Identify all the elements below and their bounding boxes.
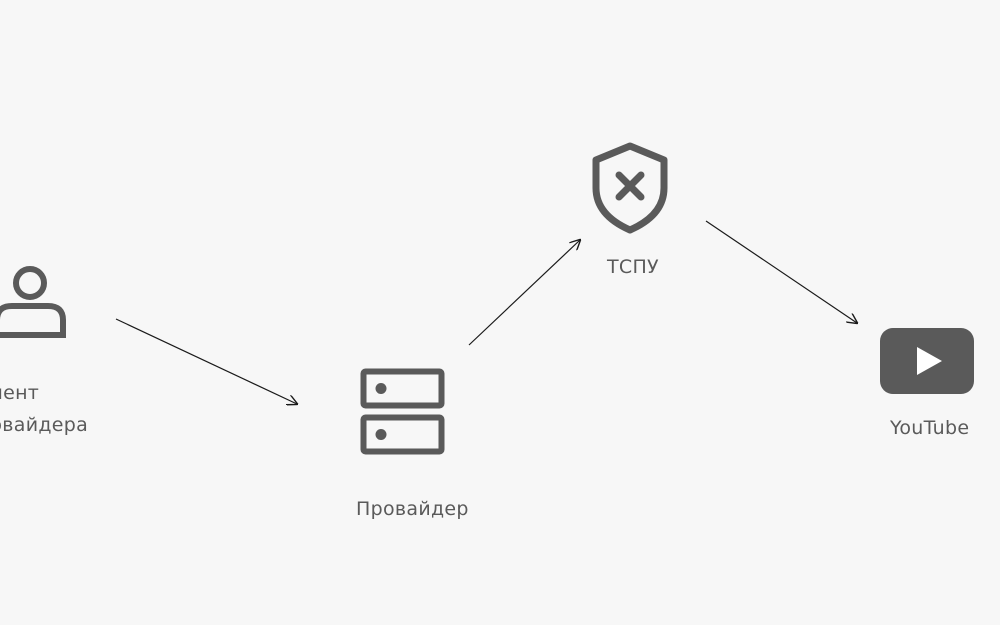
arrow-client-to-provider: [115, 318, 297, 404]
provider-label: Провайдер: [356, 498, 469, 520]
youtube-label: YouTube: [890, 417, 970, 439]
user-icon: [0, 266, 66, 338]
arrow-provider-to-tspu: [468, 240, 580, 346]
arrow-tspu-to-youtube: [705, 220, 857, 323]
shield-x-icon: [592, 142, 668, 234]
client-label-line2: ровайдера: [0, 414, 89, 436]
youtube-play-icon: [880, 328, 974, 394]
tspu-label: ТСПУ: [607, 256, 659, 278]
client-label: лиент ровайдера: [0, 377, 88, 441]
client-label-line1: лиент: [0, 382, 40, 404]
server-icon: [360, 368, 445, 455]
